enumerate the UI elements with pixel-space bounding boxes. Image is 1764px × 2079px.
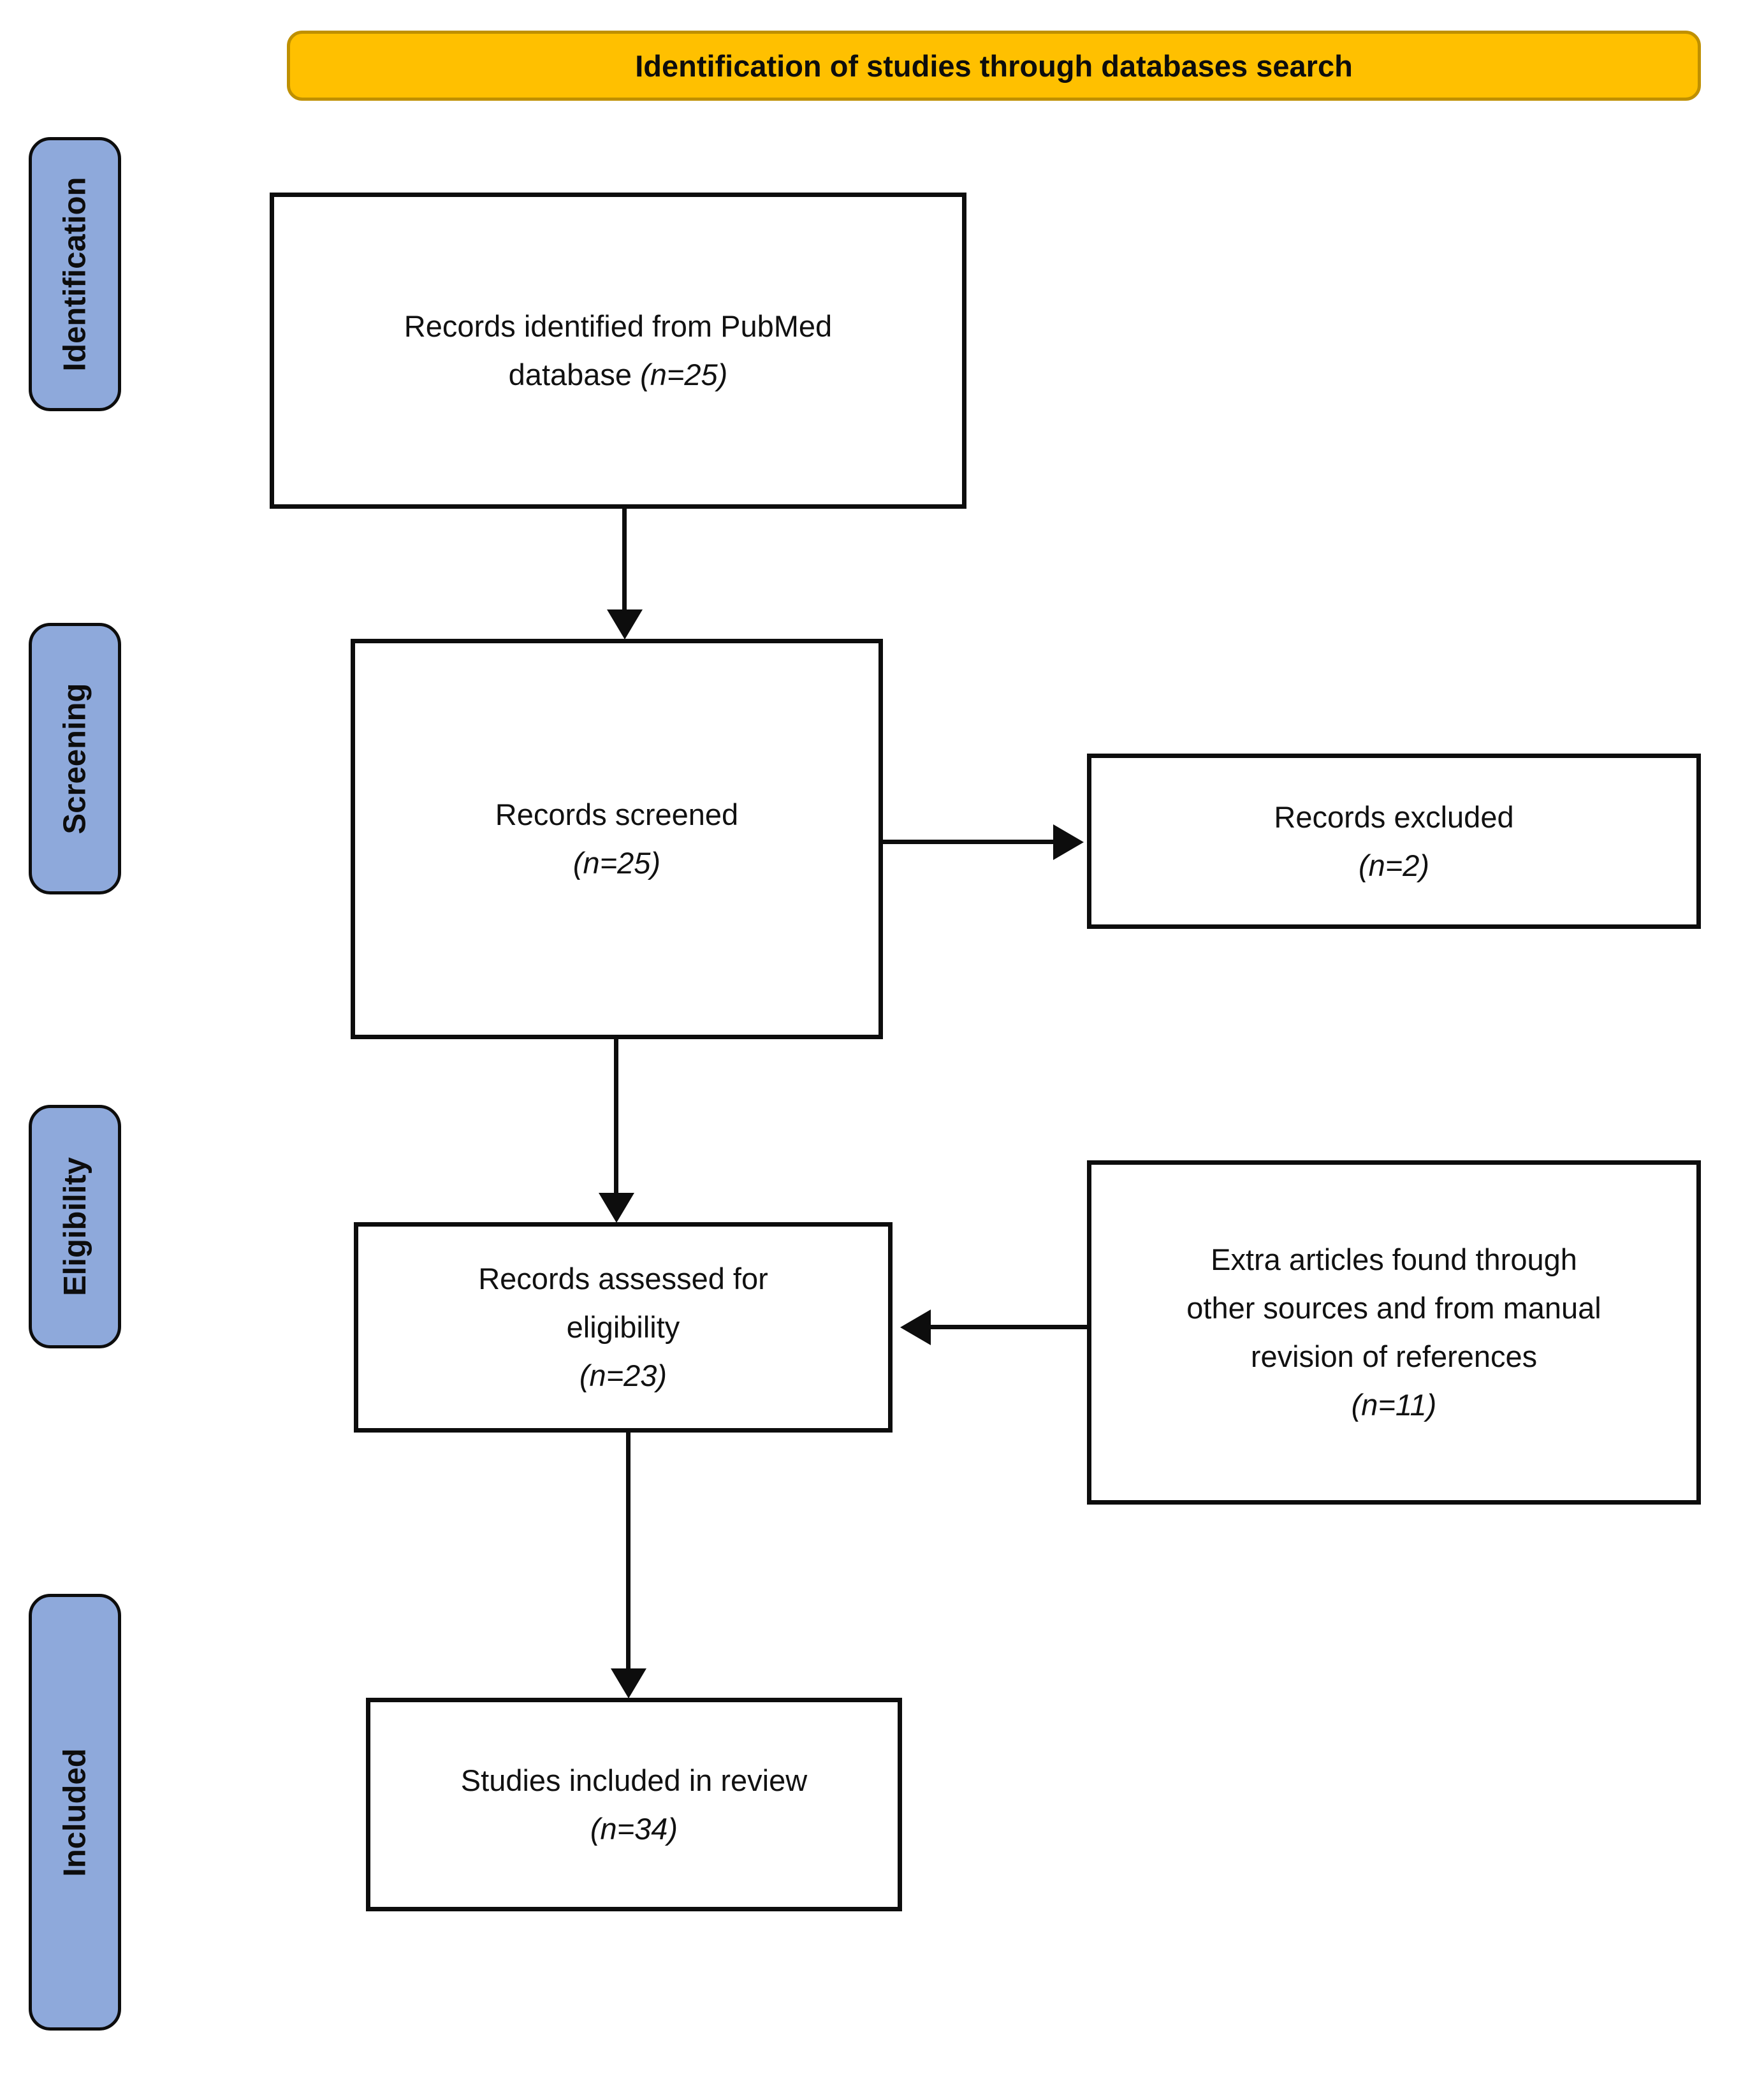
arrow-extra-to-assessed-head (900, 1309, 931, 1345)
text-line: Records screened (495, 798, 739, 831)
n-value: (n=25) (640, 358, 728, 391)
stage-label-identification: Identification (29, 137, 121, 411)
text-line: Records excluded (1274, 799, 1514, 834)
box-records-excluded: Records excluded (n=2) (1087, 754, 1701, 929)
banner-title-text: Identification of studies through databa… (635, 48, 1353, 83)
stage-label-screening-text: Screening (57, 683, 92, 835)
n-value: (n=2) (1358, 848, 1430, 882)
stage-label-eligibility: Eligibility (29, 1105, 121, 1348)
box-records-assessed-text: Records assessed for eligibility (n=23) (478, 1255, 768, 1400)
box-extra-articles-text: Extra articles found through other sourc… (1186, 1236, 1601, 1429)
text-line: revision of references (1250, 1339, 1538, 1373)
arrow-screened-to-excluded-head (1053, 824, 1084, 860)
arrow-screened-to-excluded-line (883, 840, 1055, 844)
text-line: Extra articles found through (1211, 1243, 1577, 1276)
text-line: eligibility (566, 1310, 680, 1344)
box-records-screened-text: Records screened (n=25) (495, 791, 738, 887)
n-value: (n=11) (1351, 1388, 1437, 1422)
n-value: (n=23) (579, 1359, 667, 1392)
arrow-assessed-to-included-head (611, 1668, 646, 1698)
box-records-identified-text: Records identified from PubMed database … (404, 302, 832, 399)
n-value: (n=34) (590, 1811, 678, 1846)
arrow-assessed-to-included-line (626, 1433, 631, 1671)
arrow-identified-to-screened-head (607, 609, 643, 639)
stage-label-included: Included (29, 1594, 121, 2031)
box-extra-articles: Extra articles found through other sourc… (1087, 1160, 1701, 1505)
stage-label-eligibility-text: Eligibility (57, 1157, 92, 1296)
text-line: Studies included in review (460, 1763, 808, 1797)
box-studies-included-text: Studies included in review (n=34) (461, 1756, 807, 1853)
box-records-excluded-text: Records excluded (n=2) (1274, 793, 1513, 890)
arrow-extra-to-assessed-line (928, 1325, 1087, 1329)
arrow-identified-to-screened-line (622, 509, 627, 612)
arrow-screened-to-assessed-head (599, 1193, 634, 1223)
text-line: Records identified from PubMed (404, 309, 833, 343)
text-line: database (508, 358, 632, 391)
stage-label-screening: Screening (29, 623, 121, 894)
box-records-screened: Records screened (n=25) (351, 639, 883, 1039)
text-line: other sources and from manual (1186, 1291, 1601, 1325)
banner-title: Identification of studies through databa… (287, 31, 1701, 101)
text-line: Records assessed for (478, 1262, 768, 1295)
box-studies-included: Studies included in review (n=34) (366, 1698, 902, 1911)
box-records-assessed: Records assessed for eligibility (n=23) (354, 1222, 893, 1433)
arrow-screened-to-assessed-line (614, 1039, 618, 1195)
stage-label-identification-text: Identification (57, 177, 92, 372)
n-value: (n=25) (572, 846, 661, 880)
box-records-identified: Records identified from PubMed database … (270, 193, 966, 509)
stage-label-included-text: Included (57, 1747, 92, 1877)
